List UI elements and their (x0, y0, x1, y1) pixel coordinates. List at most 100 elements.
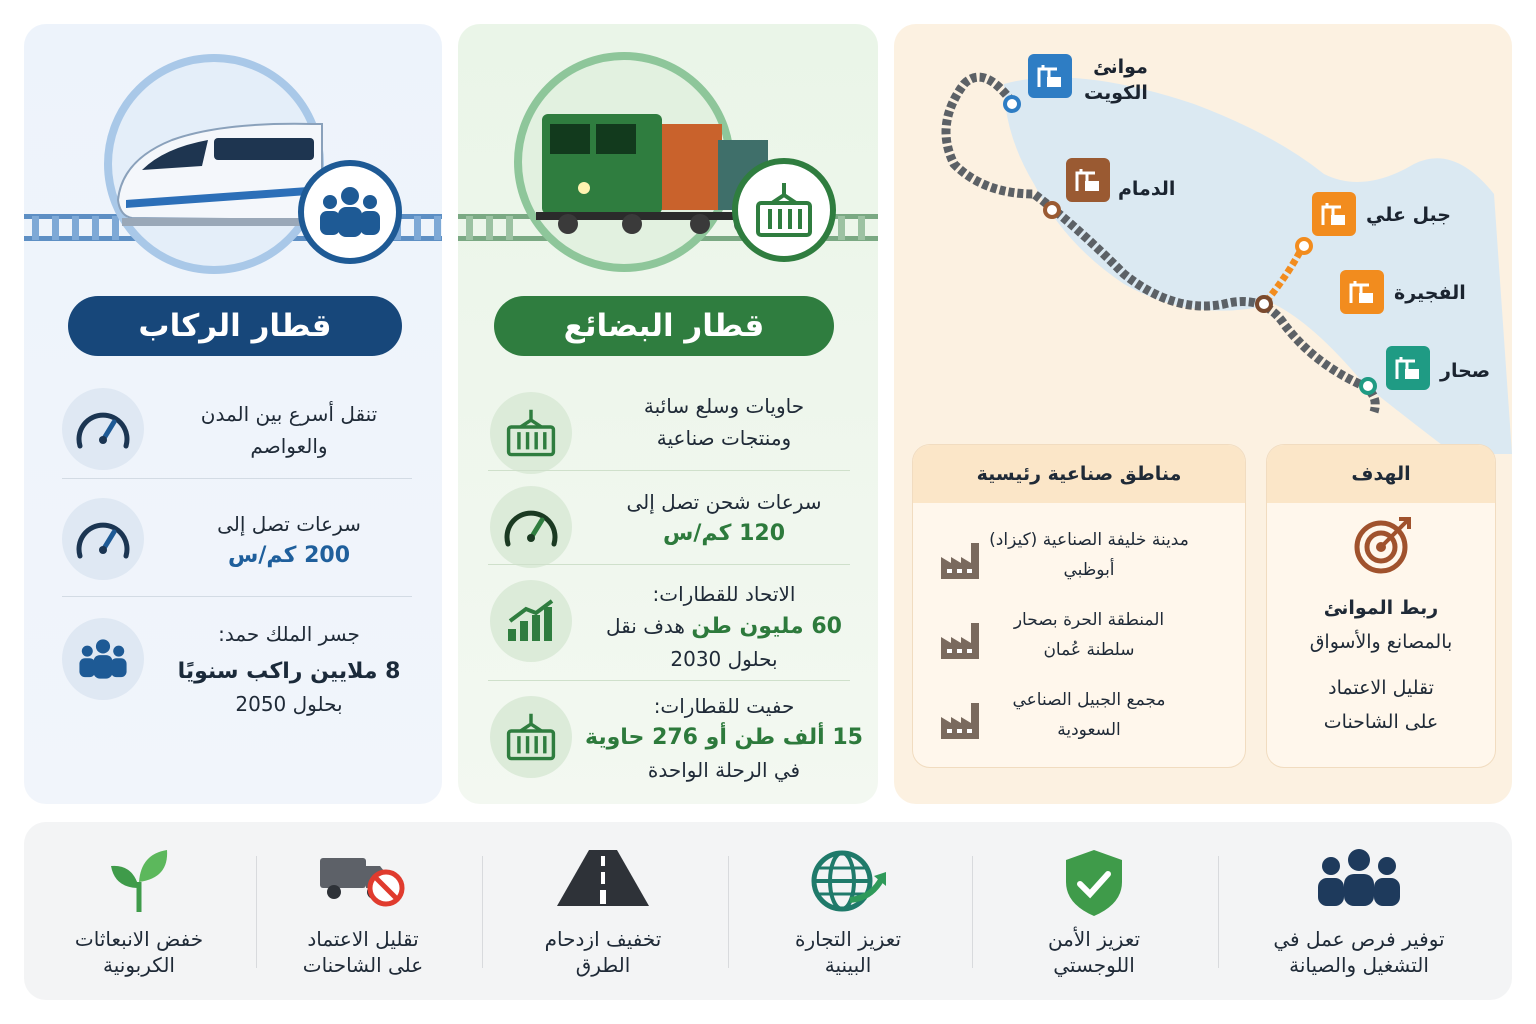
freight-tonnage-value: 60 مليون طن (691, 614, 842, 639)
passenger-row-1-line1: تنقل أسرع بين المدن (200, 402, 378, 426)
passenger-row-2-line1: سرعات تصل إلى (217, 512, 361, 536)
railway-route-map (941, 72, 1512, 454)
benefit-emissions: خفض الانبعاثات الكربونية (24, 822, 254, 1000)
goal-card: الهدف ربط الموانئ بالمصانع والأسواق تقلي… (1266, 444, 1496, 768)
growth-chart-icon (490, 580, 572, 662)
people-icon (320, 187, 380, 237)
industrial-zone-item: المنطقة الحرة بصحار سلطنة عُمان (913, 605, 1245, 675)
no-truck-icon (320, 858, 405, 907)
kuwait-station-dot (1003, 95, 1021, 113)
industrial-zones-title: مناطق صناعية رئيسية (913, 445, 1245, 503)
divider (488, 564, 850, 565)
jebel-ali-port-icon (1312, 192, 1356, 236)
goal-bold-line: ربط الموانئ (1323, 597, 1439, 619)
zone-3-country: السعودية (1057, 720, 1121, 740)
passengers-badge (298, 160, 402, 264)
freight-row-3-line1: الاتحاد للقطارات: (652, 582, 796, 606)
benefit-traffic-line2: الطرق (575, 953, 631, 977)
zone-3-name: مجمع الجبيل الصناعي (1012, 690, 1166, 710)
passenger-riders-value: 8 ملايين راكب سنويًا (177, 659, 401, 684)
industrial-zones-card: مناطق صناعية رئيسية مدينة خليفة الصناعية… (912, 444, 1246, 768)
separator (728, 856, 729, 968)
gcc-railway-map-panel: موانئ الكويت الدمام جبل علي الفجيرة صحار… (894, 24, 1512, 804)
zone-1-country: أبوظبي (1063, 560, 1115, 580)
benefit-jobs: توفير فرص عمل في التشغيل والصيانة (1244, 822, 1474, 1000)
container-crane-icon (756, 183, 812, 237)
container-icon (490, 696, 572, 778)
passenger-train-title: قطار الركاب (68, 296, 402, 356)
zone-2-country: سلطنة عُمان (1043, 640, 1135, 660)
kuwait-port-icon (1028, 54, 1072, 98)
benefits-strip: توفير فرص عمل في التشغيل والصيانة تعزيز … (24, 822, 1512, 1000)
divider (488, 470, 850, 471)
freight-row-3-prefix: هدف نقل (606, 614, 685, 638)
passenger-row-1-line2: والعواصم (250, 434, 328, 458)
freight-row-2: سرعات شحن تصل إلى 120 كم/س (458, 478, 878, 572)
speedometer-icon (490, 486, 572, 568)
industrial-zone-item: مجمع الجبيل الصناعي السعودية (913, 685, 1245, 755)
benefit-jobs-line2: التشغيل والصيانة (1289, 953, 1429, 977)
dammam-port-label: الدمام (1118, 178, 1176, 200)
zone-2-name: المنطقة الحرة بصحار (1013, 610, 1165, 630)
freight-train-title: قطار البضائع (494, 296, 834, 356)
freight-train-panel: قطار البضائع حاويات وسلع سائبة ومنتجات ص… (458, 24, 878, 804)
container-badge (732, 158, 836, 262)
passenger-train-icon (116, 122, 323, 226)
globe-trade-icon (811, 850, 886, 912)
separator (1218, 856, 1219, 968)
kuwait-port-label: موانئ الكويت (1084, 56, 1148, 104)
freight-row-3: الاتحاد للقطارات: 60 مليون طن هدف نقل بح… (458, 572, 878, 682)
divider (62, 478, 412, 479)
freight-row-3-line3: بحلول 2030 (670, 647, 778, 671)
goal-title: الهدف (1267, 445, 1495, 503)
leaf-icon (111, 850, 168, 912)
benefit-security: تعزيز الأمن اللوجستي (979, 822, 1209, 1000)
separator (256, 856, 257, 968)
goal-line-4: على الشاحنات (1323, 711, 1439, 733)
benefit-security-line1: تعزيز الأمن (1047, 927, 1141, 951)
benefit-emissions-line2: الكربونية (103, 953, 175, 977)
benefit-security-line2: اللوجستي (1053, 953, 1135, 977)
benefit-trucks-line1: تقليل الاعتماد (307, 927, 419, 951)
benefit-jobs-line1: توفير فرص عمل في (1273, 927, 1445, 951)
sohar-port-label: صحار (1440, 360, 1491, 382)
factory-icon (941, 623, 979, 659)
industrial-zone-item: مدينة خليفة الصناعية (كيزاد) أبوظبي (913, 525, 1245, 595)
passenger-train-panel: قطار الركاب تنقل أسرع بين المدن والعواصم… (24, 24, 442, 804)
freight-capacity-value: 15 ألف طن أو 276 حاوية (585, 725, 863, 750)
factory-icon (941, 703, 979, 739)
freight-speed-value: 120 كم/س (662, 521, 786, 546)
benefit-emissions-line1: خفض الانبعاثات (74, 927, 204, 951)
divider (488, 680, 850, 681)
jebel-ali-station-dot (1295, 237, 1313, 255)
road-icon (557, 850, 649, 906)
zone-1-name: مدينة خليفة الصناعية (كيزاد) (989, 530, 1189, 550)
benefit-trucks-line2: على الشاحنات (302, 953, 424, 977)
passenger-row-3-line1: جسر الملك حمد: (218, 622, 360, 646)
separator (972, 856, 973, 968)
goal-line-3: تقليل الاعتماد (1328, 677, 1434, 699)
benefit-trade-line1: تعزيز التجارة (794, 927, 902, 951)
fujairah-port-icon (1340, 270, 1384, 314)
goal-line-2: بالمصانع والأسواق (1309, 631, 1453, 653)
freight-row-4: حفيت للقطارات: 15 ألف طن أو 276 حاوية في… (458, 688, 878, 798)
sohar-station-dot (1359, 377, 1377, 395)
workers-icon (1318, 849, 1400, 906)
freight-row-2-line1: سرعات شحن تصل إلى (626, 490, 822, 514)
jebel-ali-port-label: جبل علي (1366, 204, 1451, 226)
dammam-port-icon (1066, 158, 1110, 202)
benefit-traffic-line1: تخفيف ازدحام (544, 927, 662, 951)
passenger-speed-value: 200 كم/س (227, 543, 351, 568)
container-icon (490, 392, 572, 474)
shield-check-icon (1066, 850, 1122, 916)
junction-station-dot (1255, 295, 1273, 313)
benefit-trade-line2: البينية (824, 953, 872, 977)
benefit-traffic: تخفيف ازدحام الطرق (488, 822, 718, 1000)
freight-row-1: حاويات وسلع سائبة ومنتجات صناعية (458, 384, 878, 478)
benefit-trade: تعزيز التجارة البينية (733, 822, 963, 1000)
benefit-fewer-trucks: تقليل الاعتماد على الشاحنات (248, 822, 478, 1000)
passenger-row-1: تنقل أسرع بين المدن والعواصم (24, 380, 442, 480)
freight-row-1-line2: ومنتجات صناعية (656, 426, 792, 450)
speedometer-icon (62, 498, 144, 580)
passenger-row-2: سرعات تصل إلى 200 كم/س (24, 490, 442, 590)
